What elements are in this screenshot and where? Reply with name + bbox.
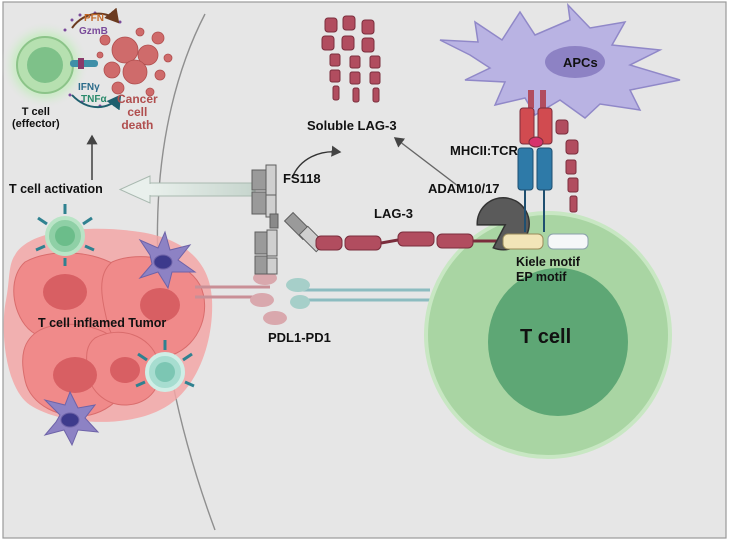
t-cell-label: T cell <box>520 326 572 348</box>
lag3-label: LAG-3 <box>374 206 413 221</box>
membrane-lag3 <box>315 231 500 251</box>
soluble-lag3-label: Soluble LAG-3 <box>307 118 397 133</box>
pfn-label: PFN <box>84 13 104 24</box>
divider-curve <box>156 13 216 531</box>
tumor-apc-top <box>138 230 197 290</box>
mhcii-tcr-label: MHCII:TCR <box>450 143 518 158</box>
ep-motif-label: EP motif <box>516 270 567 284</box>
ifng-label: IFNγ <box>78 82 100 93</box>
tumor-t-cell-right <box>135 340 195 392</box>
t-cell-effector-label: T cell (effector) <box>12 106 60 130</box>
dying-cancer-cell <box>96 27 173 97</box>
t-cell-activation-label: T cell activation <box>9 182 103 196</box>
gzmb-label: GzmB <box>79 26 108 37</box>
pdl1-pd1-label: PDL1-PD1 <box>268 330 331 345</box>
kiele-motif-label: Kiele motif <box>516 255 580 269</box>
fs118-label: FS118 <box>283 171 321 186</box>
apcs-label: APCs <box>563 55 598 70</box>
tnfa-label: TNFα <box>81 94 107 105</box>
effector-t-cell <box>1 21 98 109</box>
ep-motif-box <box>547 233 589 250</box>
adam-label: ADAM10/17 <box>428 181 500 196</box>
soluble-lag3 <box>321 15 381 103</box>
apc-cell <box>439 2 681 119</box>
tumor-apc-bottom <box>43 390 100 447</box>
tumor-label: T cell inflamed Tumor <box>38 316 167 330</box>
cancer-cell-death-label: Cancer cell death <box>117 92 158 132</box>
big-t-cell <box>424 211 672 459</box>
fs118-antibody <box>251 164 326 275</box>
mhcii-tcr-complex <box>517 90 579 232</box>
tumor-t-cell-top <box>35 204 95 266</box>
kiele-motif-box <box>502 233 544 250</box>
